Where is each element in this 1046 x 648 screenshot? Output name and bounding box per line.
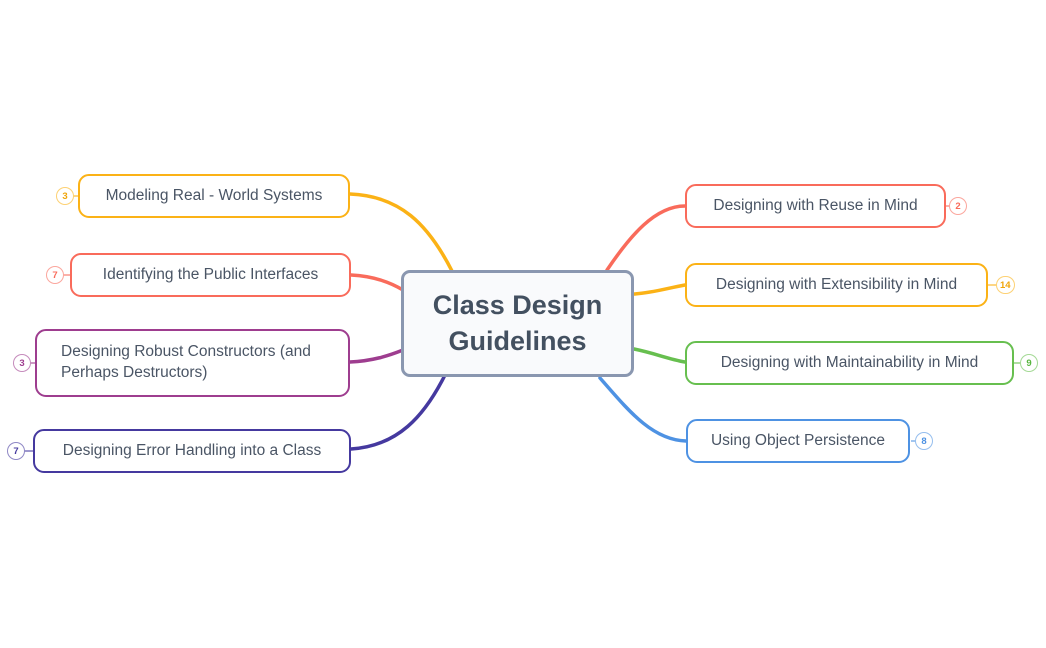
node-modeling-real-world-systems[interactable]: Modeling Real - World Systems (78, 174, 350, 218)
node-label: Designing Robust Constructors (and Perha… (61, 343, 311, 381)
node-reuse-in-mind[interactable]: Designing with Reuse in Mind (685, 184, 946, 228)
badge-value: 7 (13, 445, 19, 457)
node-identifying-public-interfaces[interactable]: Identifying the Public Interfaces (70, 253, 351, 297)
root-node-label: Class Design Guidelines (432, 289, 603, 356)
branch-line-extensibility (632, 283, 687, 296)
badge-count-modeling[interactable]: 3 (56, 187, 74, 205)
badge-count-constructors[interactable]: 3 (13, 354, 31, 372)
node-robust-constructors[interactable]: Designing Robust Constructors (and Perha… (35, 329, 350, 397)
branch-line-maintainability (632, 347, 687, 364)
node-label: Designing with Reuse in Mind (713, 196, 918, 214)
root-node[interactable]: Class Design Guidelines (401, 270, 634, 377)
badge-count-maintainability[interactable]: 9 (1020, 354, 1038, 372)
branch-line-reuse (605, 204, 687, 272)
node-label: Designing with Extensibility in Mind (715, 275, 958, 293)
badge-count-persistence[interactable]: 8 (915, 432, 933, 450)
node-label: Designing Error Handling into a Class (62, 441, 322, 459)
branch-line-constructors (348, 348, 405, 364)
node-extensibility-in-mind[interactable]: Designing with Extensibility in Mind (685, 263, 988, 307)
badge-value: 2 (955, 200, 961, 212)
branch-line-modeling (348, 192, 454, 273)
node-object-persistence[interactable]: Using Object Persistence (686, 419, 910, 463)
branch-line-public-interfaces (349, 273, 405, 292)
node-error-handling[interactable]: Designing Error Handling into a Class (33, 429, 351, 473)
branch-line-persistence (598, 376, 688, 443)
badge-value: 8 (921, 435, 927, 447)
branch-line-error-handling (349, 375, 446, 451)
badge-count-extensibility[interactable]: 14 (996, 276, 1015, 294)
badge-value: 14 (1000, 279, 1011, 291)
node-label: Designing with Maintainability in Mind (720, 353, 979, 371)
node-maintainability-in-mind[interactable]: Designing with Maintainability in Mind (685, 341, 1014, 385)
badge-value: 7 (52, 269, 58, 281)
node-label: Modeling Real - World Systems (105, 186, 323, 204)
badge-value: 3 (19, 357, 25, 369)
badge-value: 3 (62, 190, 68, 202)
badge-count-error-handling[interactable]: 7 (7, 442, 25, 460)
node-label: Identifying the Public Interfaces (102, 265, 319, 283)
node-label: Using Object Persistence (710, 431, 886, 449)
badge-count-reuse[interactable]: 2 (949, 197, 967, 215)
badge-count-public-interfaces[interactable]: 7 (46, 266, 64, 284)
badge-value: 9 (1026, 357, 1032, 369)
